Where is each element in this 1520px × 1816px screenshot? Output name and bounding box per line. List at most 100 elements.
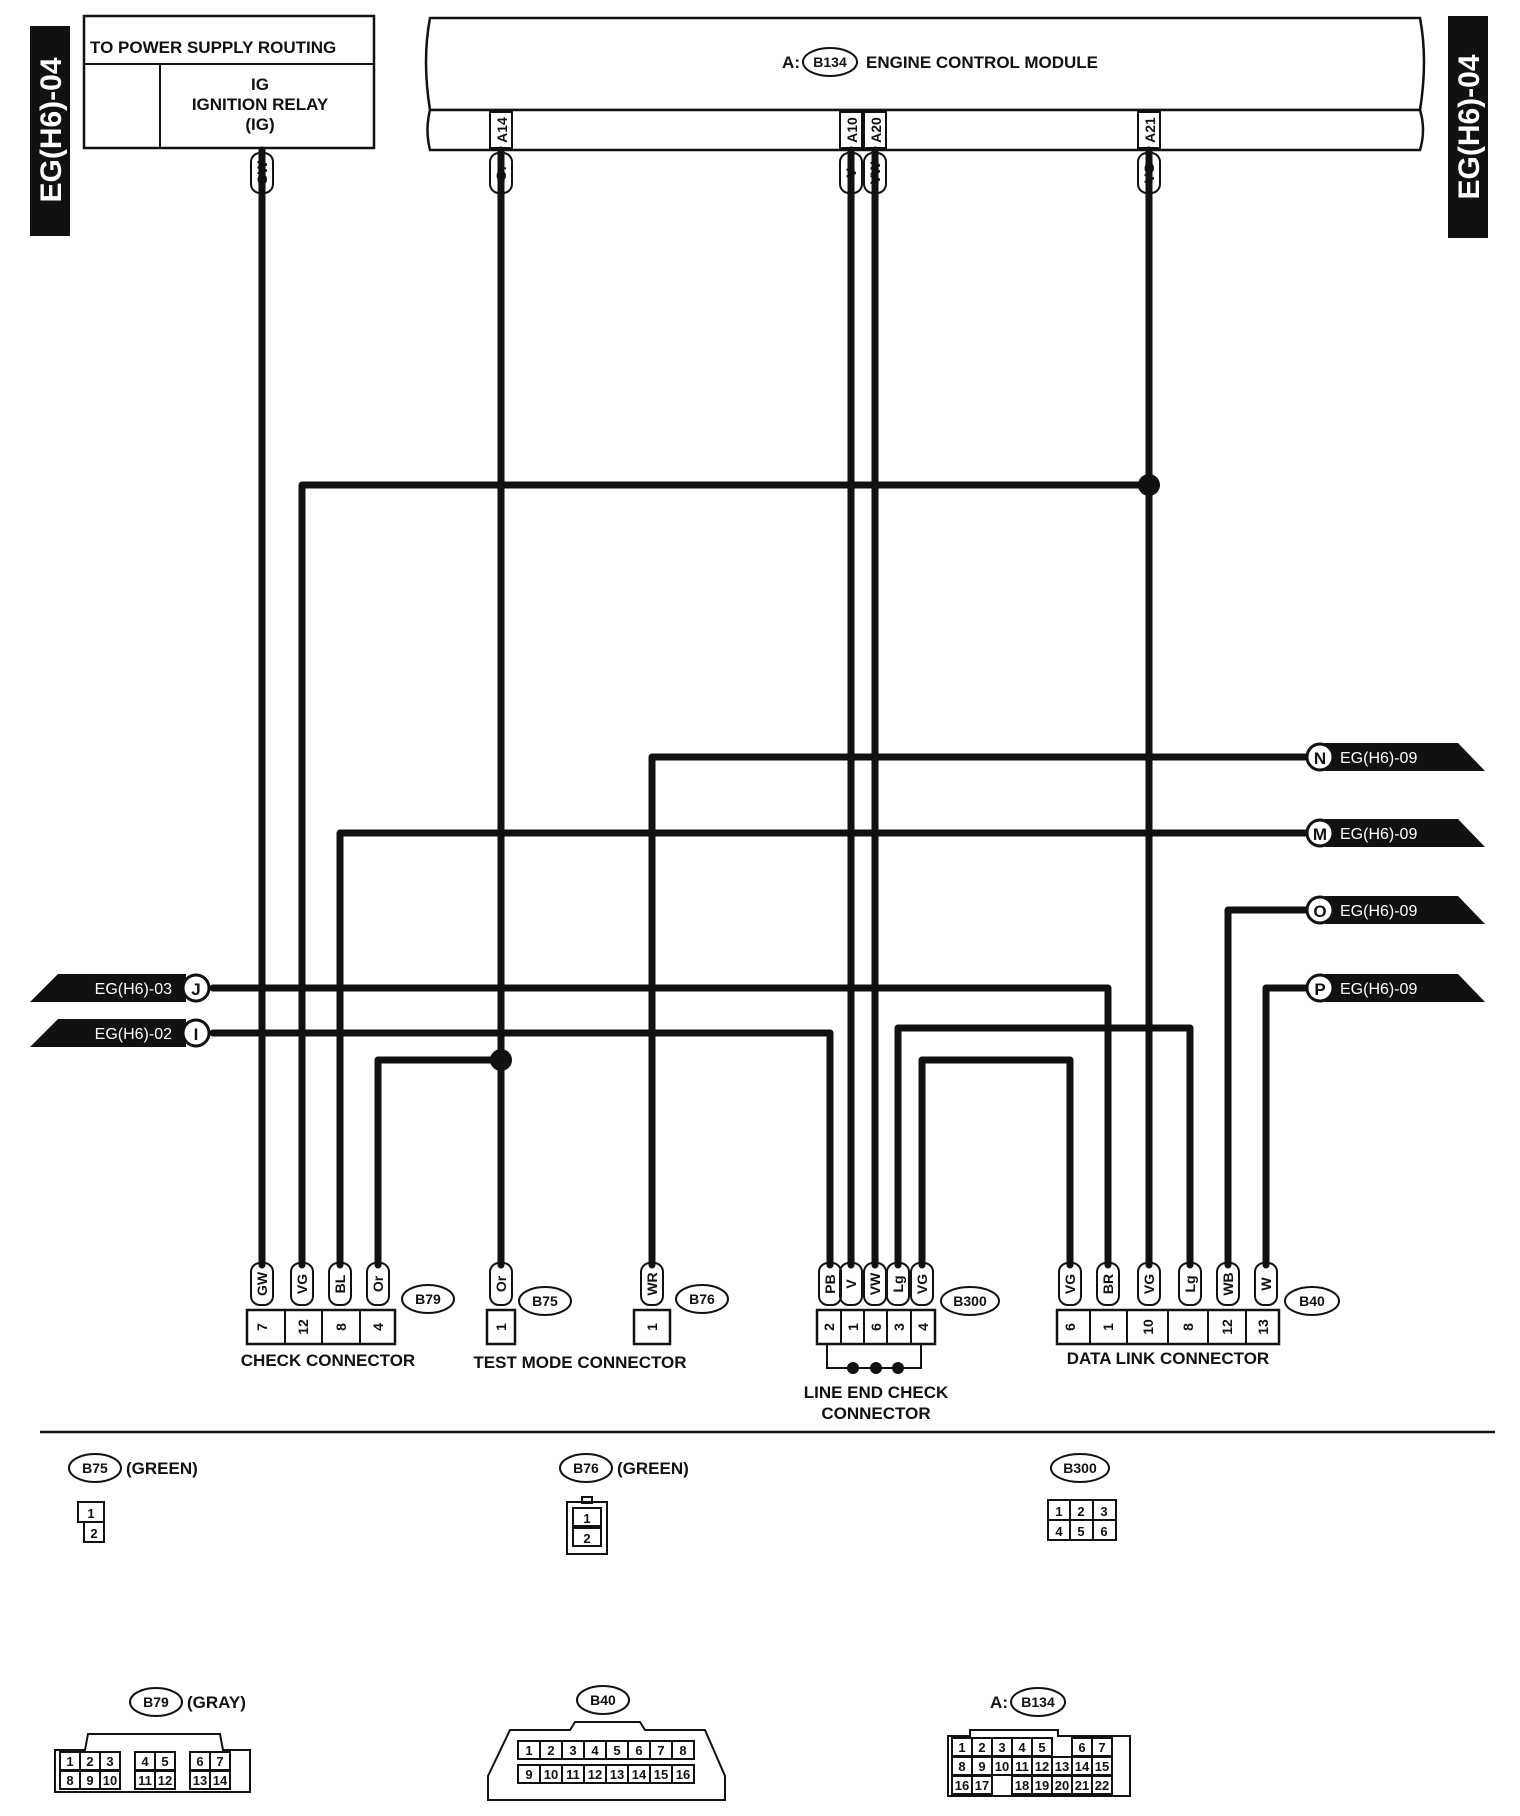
b300-wire-pb: PB <box>822 1274 838 1293</box>
face-b40-pin-3: 3 <box>569 1743 576 1758</box>
face-b79-pin-6: 6 <box>196 1754 203 1769</box>
b79-code: B79 <box>415 1291 441 1307</box>
face-b134-pin-1: 1 <box>958 1740 965 1755</box>
face-b75-color: (GREEN) <box>126 1459 198 1478</box>
wire-tag-gw: GW <box>254 160 270 185</box>
b300-wire-vw: VW <box>867 1272 883 1295</box>
face-b300-pin-3: 3 <box>1100 1504 1107 1519</box>
face-b134-pin-3: 3 <box>998 1740 1005 1755</box>
face-b300-pin-2: 2 <box>1077 1504 1084 1519</box>
connector-b40: VG BR VG Lg WB W 6 1 10 8 12 13 B40 DATA… <box>1055 1262 1340 1368</box>
ecm-prefix: A: <box>782 53 800 72</box>
offpage-o-ref: EG(H6)-09 <box>1340 903 1417 920</box>
b79-pin-12: 12 <box>295 1319 311 1335</box>
face-b300: B300 1 2 3 4 5 6 <box>1047 1453 1117 1541</box>
face-b134-pin-12: 12 <box>1035 1759 1049 1774</box>
face-b40-pin-7: 7 <box>657 1743 664 1758</box>
ecm-pin-a20: A20 <box>868 117 884 143</box>
face-b79-pin-11: 11 <box>138 1773 152 1788</box>
b300-pin-3: 3 <box>891 1323 907 1331</box>
face-b40-pin-10: 10 <box>544 1767 558 1782</box>
page-ref-right: EG(H6)-04 <box>1448 16 1488 238</box>
face-b134-pin-16: 16 <box>955 1778 969 1793</box>
face-b40-pin-16: 16 <box>676 1767 690 1782</box>
b40-code: B40 <box>1299 1293 1325 1309</box>
face-b40-pin-2: 2 <box>547 1743 554 1758</box>
offpage-n-ref: EG(H6)-09 <box>1340 750 1417 767</box>
face-b79-color: (GRAY) <box>187 1693 246 1712</box>
face-b134-pin-21: 21 <box>1075 1778 1089 1793</box>
face-b134-cell <box>1091 1775 1113 1795</box>
offpage-o-letter: O <box>1313 902 1326 921</box>
b79-pin-4: 4 <box>370 1323 386 1331</box>
face-b79-cell <box>99 1770 121 1790</box>
b40-wire-w: W <box>1258 1277 1274 1291</box>
page-ref-left: EG(H6)-04 <box>30 26 70 236</box>
b40-pin-12: 12 <box>1219 1319 1235 1335</box>
face-b79-pin-2: 2 <box>86 1754 93 1769</box>
offpage-p: P EG(H6)-09 <box>1305 973 1485 1003</box>
b300-pin-2: 2 <box>821 1323 837 1331</box>
offpage-j-ref: EG(H6)-03 <box>95 981 172 998</box>
face-b134-pin-10: 10 <box>995 1759 1009 1774</box>
offpage-m-ref: EG(H6)-09 <box>1340 826 1417 843</box>
face-b79-pin-8: 8 <box>66 1773 73 1788</box>
b79-pin-7: 7 <box>254 1323 270 1331</box>
ecm-module: A: B134 ENGINE CONTROL MODULE <box>424 16 1426 152</box>
b300-pin-6: 6 <box>868 1323 884 1331</box>
face-b40-pin-14: 14 <box>632 1767 647 1782</box>
wire-tag-or: Or <box>493 164 509 181</box>
connector-b79: GW VG BL Or 7 12 8 4 B79 CHECK CONNECTOR <box>241 1262 455 1370</box>
offpage-j: J EG(H6)-03 <box>30 973 211 1003</box>
face-b79-pin-9: 9 <box>86 1773 93 1788</box>
offpage-i-ref: EG(H6)-02 <box>95 1026 172 1043</box>
face-b134-prefix: A: <box>990 1693 1008 1712</box>
connector-b76: WR 1 B76 <box>632 1262 729 1346</box>
face-b134-pin-9: 9 <box>978 1759 985 1774</box>
b300-wire-v: V <box>843 1279 859 1289</box>
face-b40-pin-4: 4 <box>591 1743 599 1758</box>
b40-wire-vg-10: VG <box>1141 1274 1157 1294</box>
power-supply-ig-paren: (IG) <box>245 115 274 134</box>
b300-name-1: LINE END CHECK <box>804 1383 949 1402</box>
face-b134-pin-15: 15 <box>1095 1759 1109 1774</box>
b40-pin-13: 13 <box>1255 1319 1271 1335</box>
offpage-j-letter: J <box>191 980 200 999</box>
ecm-code-oval <box>802 47 858 77</box>
b40-pin-8: 8 <box>1180 1323 1196 1331</box>
b40-wire-lg: Lg <box>1182 1275 1198 1292</box>
face-b300-pin-4: 4 <box>1055 1524 1063 1539</box>
face-b134-pin-14: 14 <box>1075 1759 1090 1774</box>
connector-b300: PB V VW Lg VG 2 1 6 3 4 B300 LINE END CH… <box>804 1262 1000 1423</box>
b40-name: DATA LINK CONNECTOR <box>1067 1349 1269 1368</box>
b300-pin-4: 4 <box>915 1323 931 1331</box>
ecm-pin-a14: A14 <box>494 117 510 143</box>
face-b300-pin-6: 6 <box>1100 1524 1107 1539</box>
ecm-name: ENGINE CONTROL MODULE <box>866 53 1098 72</box>
face-b40-code: B40 <box>590 1692 616 1708</box>
b40-wire-vg-6: VG <box>1062 1274 1078 1294</box>
face-b79-pin-1: 1 <box>66 1754 73 1769</box>
face-b79-pin-10: 10 <box>103 1773 117 1788</box>
face-b75-pin-1: 1 <box>87 1506 94 1521</box>
face-b134-code: B134 <box>1021 1694 1055 1710</box>
offpage-o: O EG(H6)-09 <box>1305 895 1485 925</box>
face-b134-pin-2: 2 <box>978 1740 985 1755</box>
face-b75-pin-2: 2 <box>90 1526 97 1541</box>
wire-tag-vg: VG <box>1141 163 1157 183</box>
b40-pin-1: 1 <box>1100 1323 1116 1331</box>
b75-pin-1: 1 <box>493 1323 509 1331</box>
wire-tag-v: V <box>843 168 859 178</box>
face-b40-cell <box>671 1764 695 1784</box>
b76-code: B76 <box>689 1291 715 1307</box>
face-b134-cell <box>971 1775 993 1795</box>
offpage-i-letter: I <box>194 1025 199 1044</box>
face-b79-pin-14: 14 <box>213 1773 228 1788</box>
b300-code: B300 <box>953 1293 987 1309</box>
face-b134-pin-17: 17 <box>975 1778 989 1793</box>
face-b134-pin-19: 19 <box>1035 1778 1049 1793</box>
connector-b75: Or 1 B75 TEST MODE CONNECTOR <box>473 1262 687 1372</box>
wire-tags-top: GW Or V VW VG <box>250 152 1161 194</box>
